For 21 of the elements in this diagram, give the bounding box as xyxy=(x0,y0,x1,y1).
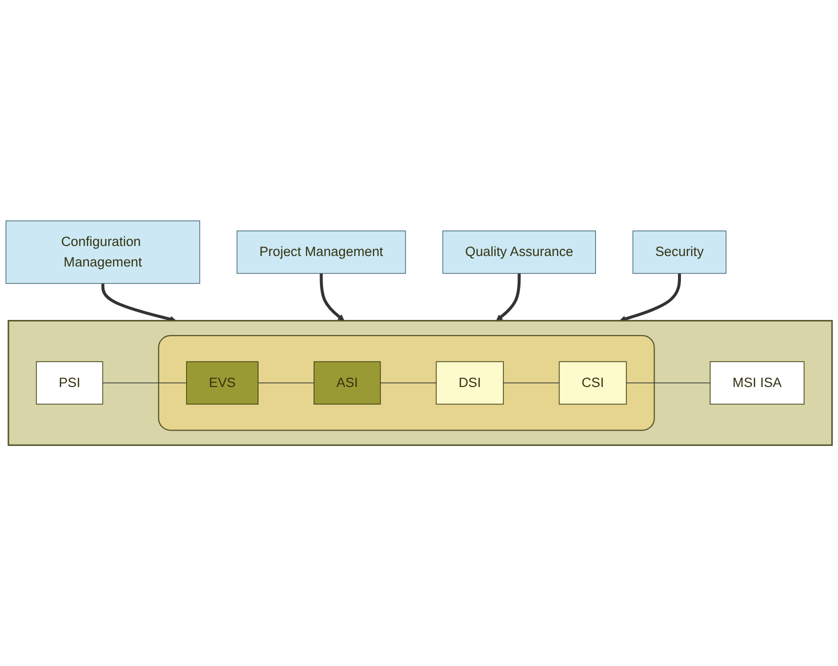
connector xyxy=(502,382,560,384)
node-box: Quality Assurance xyxy=(442,230,596,274)
node-box: Security xyxy=(632,230,726,274)
node-box: PSI xyxy=(36,361,104,405)
node-box: CSI xyxy=(558,361,627,405)
connector xyxy=(102,382,187,384)
arrow xyxy=(320,273,344,321)
connector xyxy=(380,382,437,384)
cluster xyxy=(158,335,655,431)
node-box: MSI ISA xyxy=(710,361,804,405)
node-box: EVS xyxy=(186,361,258,405)
connector xyxy=(626,382,711,384)
arrow xyxy=(101,283,176,322)
connector xyxy=(258,382,314,384)
node-box: Project Management xyxy=(236,230,406,274)
arrow xyxy=(619,273,681,322)
node-box: ASI xyxy=(314,361,381,405)
arrow xyxy=(496,273,521,321)
node-box: DSI xyxy=(436,361,504,405)
node-box: Configuration Management xyxy=(6,220,200,284)
cluster xyxy=(8,320,833,446)
